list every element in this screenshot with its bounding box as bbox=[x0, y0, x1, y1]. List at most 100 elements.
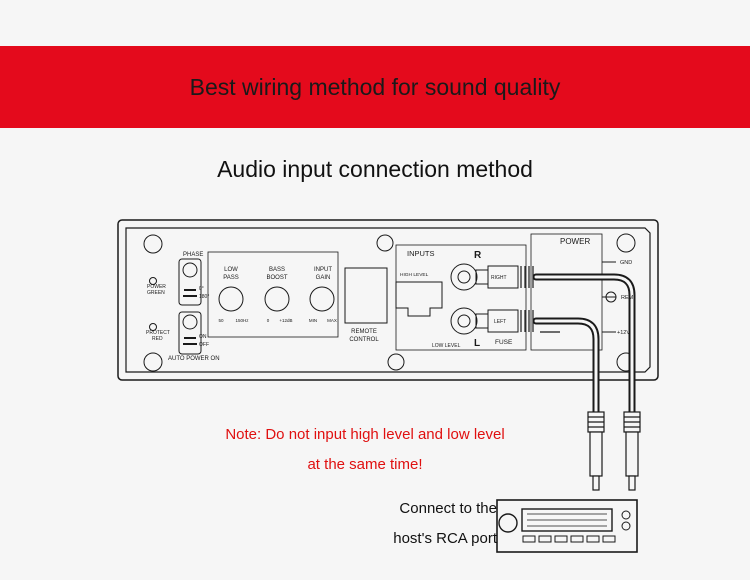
gnd-label: GND bbox=[620, 260, 632, 266]
rca-cable-right bbox=[532, 273, 636, 416]
bass-boost-knob[interactable] bbox=[264, 286, 290, 312]
input-gain-label: GAIN bbox=[316, 275, 331, 281]
low-pass-knob[interactable] bbox=[218, 286, 244, 312]
bass-boost-min: 0 bbox=[267, 318, 270, 323]
right-tag: RIGHT bbox=[491, 275, 507, 281]
amp-panel-outer bbox=[117, 219, 659, 381]
rca-cable-left-core bbox=[534, 319, 598, 414]
phase-switch-base-icon bbox=[183, 289, 197, 297]
rca-cable-right-core bbox=[534, 275, 634, 414]
rca-plug-right-body bbox=[487, 265, 519, 289]
title-banner: Best wiring method for sound quality bbox=[0, 46, 750, 128]
host-caption-line1: Connect to the bbox=[399, 500, 497, 517]
power-led-label: POWER bbox=[147, 284, 166, 290]
remote-control-label: REMOTE bbox=[351, 329, 377, 335]
low-pass-min: 50 bbox=[218, 318, 224, 323]
head-unit-preset-button bbox=[538, 535, 552, 543]
inputs-frame bbox=[395, 244, 527, 351]
warning-note-line1: Note: Do not input high level and low le… bbox=[225, 426, 505, 443]
warning-note-line2: at the same time! bbox=[307, 456, 423, 473]
protect-led-label: PROTECT bbox=[146, 330, 170, 336]
rca-plug-left-tip bbox=[475, 313, 489, 329]
phase-label: PHASE bbox=[183, 252, 203, 258]
head-unit-preset-button bbox=[586, 535, 600, 543]
rem-label: REM bbox=[621, 295, 634, 301]
power-frame bbox=[530, 233, 603, 351]
rca-plug-right-grip-icon bbox=[520, 266, 534, 288]
fuse-label: FUSE bbox=[495, 339, 513, 346]
protect-led-label: RED bbox=[152, 336, 163, 342]
phase-switch-knob-icon bbox=[182, 262, 198, 278]
rca-plug-down-left-grip-lines-icon bbox=[588, 416, 604, 428]
banner-title: Best wiring method for sound quality bbox=[189, 73, 561, 100]
auto-power-switch-knob-icon bbox=[182, 314, 198, 330]
low-pass-label: PASS bbox=[223, 275, 239, 281]
screw-icon bbox=[387, 353, 405, 371]
input-gain-label: INPUT bbox=[314, 267, 332, 273]
auto-power-switch-base-icon bbox=[183, 337, 197, 345]
bass-boost-label: BOOST bbox=[266, 275, 287, 281]
high-level-label: HIGH LEVEL bbox=[400, 272, 429, 278]
screw-icon bbox=[143, 352, 163, 372]
rca-plug-left-body bbox=[487, 309, 519, 333]
low-pass-max: 150Hz bbox=[235, 318, 249, 323]
input-gain-knob[interactable] bbox=[309, 286, 335, 312]
screw-icon bbox=[376, 234, 394, 252]
rca-plug-down-left-body bbox=[589, 431, 603, 477]
rca-socket-left-core-icon bbox=[457, 314, 471, 328]
auto-on-label: ON bbox=[199, 334, 207, 340]
screw-icon bbox=[616, 233, 636, 253]
remote-control-label: CONTROL bbox=[349, 337, 379, 343]
head-unit-display-lines-icon bbox=[527, 513, 607, 527]
amp-panel-inner bbox=[125, 227, 651, 373]
head-unit-button-icon bbox=[621, 521, 631, 531]
rca-cable-left bbox=[532, 317, 600, 416]
input-gain-max: MAX bbox=[327, 318, 337, 323]
bass-boost-max: +12dB bbox=[279, 318, 292, 323]
head-unit-preset-button bbox=[522, 535, 536, 543]
rca-plug-down-right-grip-lines-icon bbox=[624, 416, 640, 428]
head-unit-preset-button bbox=[602, 535, 616, 543]
low-level-label: LOW LEVEL bbox=[432, 343, 461, 349]
head-unit-display bbox=[521, 508, 613, 532]
head-unit-button-icon bbox=[621, 510, 631, 520]
rca-socket-left[interactable] bbox=[450, 307, 478, 335]
head-unit-preset-button bbox=[570, 535, 584, 543]
rca-plug-down-right-tip bbox=[628, 475, 636, 491]
rca-plug-down-right-body bbox=[625, 431, 639, 477]
inputs-label: INPUTS bbox=[407, 249, 435, 258]
remote-control-port[interactable] bbox=[344, 267, 388, 324]
rca-plug-left-grip-icon bbox=[520, 310, 534, 332]
rca-socket-right[interactable] bbox=[450, 263, 478, 291]
section-subtitle: Audio input connection method bbox=[217, 156, 533, 182]
high-level-connector[interactable] bbox=[395, 281, 443, 317]
power-led-label: GREEN bbox=[147, 290, 165, 296]
right-letter: R bbox=[474, 250, 482, 261]
phase-0-label: 0° bbox=[199, 286, 204, 292]
input-gain-min: MIN bbox=[309, 318, 317, 323]
power-led-icon bbox=[149, 277, 157, 285]
left-tag: LEFT bbox=[494, 319, 506, 325]
head-unit-knob-icon bbox=[498, 513, 518, 533]
rca-plug-down-left-tip bbox=[592, 475, 600, 491]
head-unit bbox=[496, 499, 638, 553]
host-caption-line2: host's RCA port bbox=[393, 530, 497, 547]
auto-power-on-label: AUTO POWER ON bbox=[168, 356, 220, 362]
v12-label: +12V bbox=[617, 330, 630, 336]
rem-terminal-icon bbox=[605, 291, 617, 303]
bass-boost-label: BASS bbox=[269, 267, 285, 273]
left-letter: L bbox=[474, 338, 480, 349]
phase-switch[interactable] bbox=[178, 258, 202, 306]
auto-off-label: OFF bbox=[199, 342, 209, 348]
screw-icon bbox=[143, 234, 163, 254]
phase-180-label: 180° bbox=[199, 294, 209, 300]
power-terminal-lines bbox=[602, 261, 616, 333]
protect-led-icon bbox=[149, 323, 157, 331]
rca-socket-right-core-icon bbox=[457, 270, 471, 284]
auto-power-switch[interactable] bbox=[178, 311, 202, 355]
rca-plug-right-tip bbox=[475, 269, 489, 285]
low-pass-label: LOW bbox=[224, 267, 238, 273]
head-unit-preset-button bbox=[554, 535, 568, 543]
controls-frame bbox=[207, 251, 339, 338]
